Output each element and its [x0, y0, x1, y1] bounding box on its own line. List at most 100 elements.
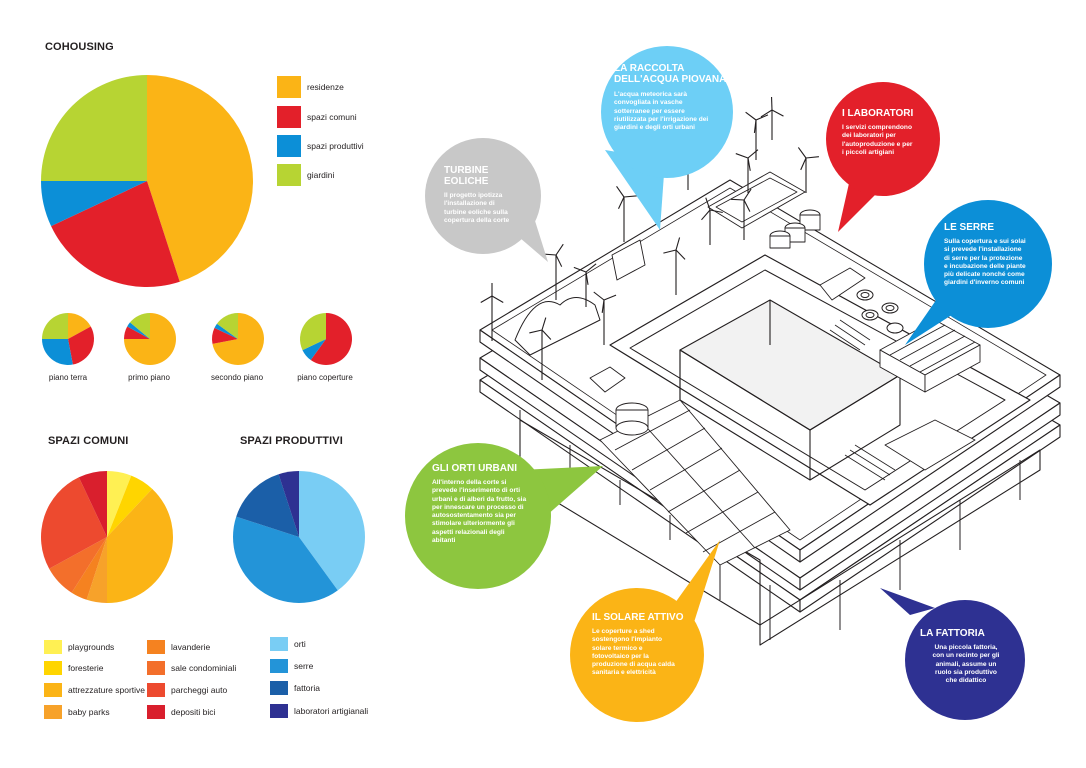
legend-label: sale condominiali: [171, 663, 237, 673]
legend-item-spazi-comuni: spazi comuni: [277, 106, 357, 128]
callout-fattoria: LA FATTORIA Una piccola fattoria, con un…: [920, 628, 1012, 685]
callout-solare: IL SOLARE ATTIVO Le coperture a shed sos…: [592, 612, 692, 678]
callout-text: I servizi comprendono dei laboratori per…: [842, 124, 913, 156]
callout-turbine: TURBINE EOLICHE Il progetto ipotizza l'i…: [444, 165, 524, 225]
secondo-piano-slice-spazi-comuni: [212, 327, 238, 344]
cohousing-pie-chart: [41, 75, 254, 287]
primo-piano-slice-giardini: [129, 313, 150, 339]
spazi-produttivi-pie: [233, 471, 365, 603]
legend-item-orti: orti: [270, 637, 306, 651]
spazi-comuni-slice-baby-parks: [86, 537, 107, 603]
cohousing-slice-residenze: [147, 75, 254, 282]
wind-turbine: [745, 111, 769, 160]
legend-swatch: [147, 661, 165, 675]
wind-turbine: [616, 186, 637, 242]
spazi-comuni-slice-parcheggi-auto: [41, 477, 107, 569]
wind-turbine: [573, 263, 597, 307]
legend-swatch: [147, 640, 165, 654]
spazi-produttivi-slice-orti: [299, 471, 365, 591]
callout-title: LE SERRE: [944, 222, 995, 233]
legend-swatch: [147, 705, 165, 719]
building-drawing: [479, 171, 1061, 646]
legend-swatch: [44, 640, 62, 654]
tanks: [615, 209, 821, 436]
piano-terra-slice-giardini: [42, 313, 68, 339]
solar-sheds: [599, 399, 791, 566]
legend-swatch: [277, 164, 301, 186]
legend-item-spazi-produttivi: spazi produttivi: [277, 135, 364, 157]
spazi-produttivi-slice-fattoria: [236, 474, 299, 537]
callout-title: GLI ORTI URBANI: [432, 463, 517, 474]
wind-turbines: [480, 96, 819, 380]
wind-turbine: [593, 291, 617, 345]
legend-item-baby-parks: baby parks: [44, 705, 110, 719]
legend-swatch: [44, 683, 62, 697]
spazi-comuni-slice-sale-condominiali: [49, 537, 107, 593]
wind-turbine: [730, 188, 752, 240]
secondo-piano-slice-residenze: [212, 313, 264, 365]
callout-text: Sulla copertura e sui solai si prevede l…: [944, 238, 1026, 287]
legend-item-giardini: giardini: [277, 164, 334, 186]
spazi-comuni-pie-chart: [41, 471, 173, 603]
callout-text: L'acqua meteorica sarà convogliata in va…: [614, 91, 709, 132]
floor-label-piano-terra: piano terra: [48, 373, 88, 382]
pie-secondo-piano: [212, 313, 264, 365]
cohousing-title: COHOUSING: [45, 41, 114, 53]
spazi-comuni-slice-playgrounds: [107, 471, 132, 537]
callout-serre: LE SERRE Sulla copertura e sui solai si …: [944, 222, 1044, 288]
legend-label: fattoria: [294, 683, 320, 693]
piano-coperture-slice-spazi-comuni: [310, 313, 352, 365]
piano-terra-slice-spazi-produttivi: [42, 339, 73, 365]
wind-turbine: [480, 283, 504, 341]
callout-text: Il progetto ipotizza l'installazione di …: [444, 192, 510, 224]
pie-piano-terra: [42, 313, 94, 365]
legend-item-serre: serre: [270, 659, 313, 673]
legend-label: parcheggi auto: [171, 685, 228, 695]
legend-label: orti: [294, 639, 306, 649]
legend-item-attrezzature-sportive: attrezzature sportive: [44, 683, 145, 697]
legend-label: attrezzature sportive: [68, 685, 146, 695]
wind-turbine: [529, 317, 552, 380]
legend-label: giardini: [307, 170, 335, 180]
legend-label: lavanderie: [171, 642, 211, 652]
secondo-piano-slice-giardini: [216, 313, 238, 339]
stairs: [829, 319, 896, 481]
callout-text: Una piccola fattoria, con un recinto per…: [932, 644, 1000, 685]
legend-item-sale-condominiali: sale condominiali: [147, 661, 236, 675]
legend-item-fattoria: fattoria: [270, 681, 320, 695]
cohousing-slice-giardini: [41, 75, 147, 181]
callout-orti-bubble: [405, 443, 603, 589]
primo-piano-slice-spazi-produttivi: [127, 322, 150, 339]
spazi-produttivi-pie-chart: [233, 471, 365, 603]
secondo-piano-slice-spazi-produttivi: [214, 323, 238, 339]
wind-turbine: [701, 197, 723, 245]
legend-item-depositi-bici: depositi bici: [147, 705, 215, 719]
legend-swatch: [277, 76, 301, 98]
cohousing-slice-spazi-produttivi: [41, 181, 147, 227]
legend-label: spazi produttivi: [307, 141, 364, 151]
piano-coperture-slice-giardini: [299, 313, 326, 351]
legend-item-residenze: residenze: [277, 76, 344, 98]
callout-title: IL SOLARE ATTIVO: [592, 612, 684, 623]
legend-label: depositi bici: [171, 707, 216, 717]
legend-swatch: [270, 681, 288, 695]
callout-title: I LABORATORI: [842, 108, 914, 119]
spazi-comuni-slice-attrezzature-sportive: [107, 488, 173, 603]
pie-piano-coperture: [299, 313, 352, 365]
piano-terra-slice-spazi-comuni: [68, 326, 94, 365]
callout-title: TURBINE EOLICHE: [444, 165, 489, 187]
callout-solare-bubble: [570, 540, 720, 722]
wind-turbine: [760, 96, 784, 140]
callout-laboratori-bubble: [826, 82, 940, 232]
spazi-produttivi-title: SPAZI PRODUTTIVI: [240, 435, 343, 447]
callout-fattoria-bubble: [880, 588, 1025, 720]
legend-swatch: [277, 135, 301, 157]
legend-item-lavanderie: lavanderie: [147, 640, 210, 654]
circular-pens: [856, 289, 904, 334]
callout-title: LA FATTORIA: [920, 628, 985, 639]
cohousing-slice-spazi-comuni: [51, 181, 180, 287]
callout-turbine-bubble: [425, 138, 548, 262]
legend-item-parcheggi-auto: parcheggi auto: [147, 683, 227, 697]
spazi-comuni-pie: [41, 471, 173, 603]
legend-item-foresterie: foresterie: [44, 661, 103, 675]
